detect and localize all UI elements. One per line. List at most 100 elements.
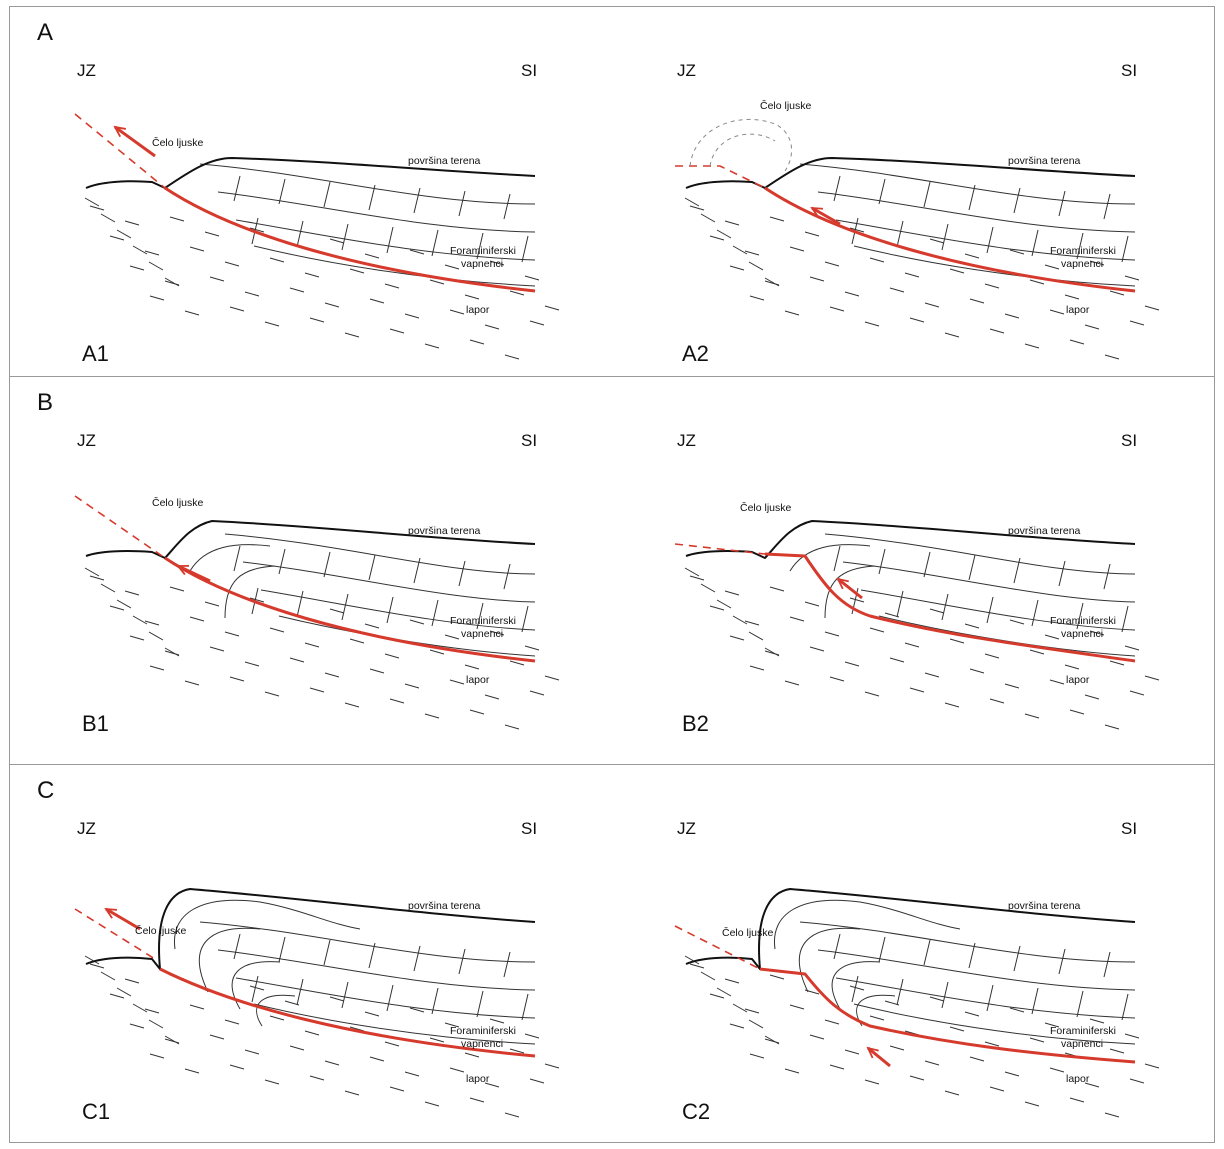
marl-dash bbox=[789, 616, 805, 622]
marl-dash bbox=[304, 272, 320, 278]
joint-line bbox=[386, 984, 394, 1012]
marl-label: lapor bbox=[466, 674, 490, 686]
marl-dash bbox=[700, 971, 716, 981]
marl-dash bbox=[409, 619, 425, 625]
panel-id-label: A2 bbox=[682, 341, 709, 366]
marl-dash bbox=[504, 354, 520, 360]
marl-dash bbox=[889, 287, 905, 293]
sole-thrust-fault bbox=[764, 552, 1136, 663]
marl-dash bbox=[732, 615, 748, 625]
marl-dash bbox=[809, 1034, 825, 1040]
marl-dash bbox=[429, 279, 445, 285]
marl-dash bbox=[1029, 1037, 1045, 1043]
marl-dash bbox=[84, 567, 100, 577]
marl-dash bbox=[100, 971, 116, 981]
marl-dash bbox=[984, 1041, 1000, 1047]
joint-line bbox=[341, 223, 349, 251]
marl-dash bbox=[209, 1034, 225, 1040]
marl-dash bbox=[1069, 709, 1085, 715]
marl-dash bbox=[149, 1053, 165, 1059]
marl-dash bbox=[904, 272, 920, 278]
marl-dash bbox=[524, 645, 540, 651]
joint-line bbox=[1103, 563, 1111, 590]
marl-dash bbox=[849, 597, 865, 603]
marl-pattern bbox=[84, 567, 560, 730]
joint-line bbox=[1121, 605, 1129, 633]
marl-dash bbox=[749, 1053, 765, 1059]
marl-dash bbox=[349, 1026, 365, 1032]
marl-dash bbox=[1009, 249, 1025, 255]
marl-dash bbox=[229, 1064, 245, 1070]
panel-id-label: B2 bbox=[682, 711, 709, 736]
joint-line bbox=[1076, 232, 1084, 260]
limestone-label-line2: vapnenci bbox=[1061, 628, 1103, 640]
marl-dash bbox=[716, 599, 732, 609]
joint-line bbox=[941, 593, 949, 621]
marl-dash bbox=[929, 238, 945, 244]
joint-line bbox=[368, 184, 376, 211]
marl-dash bbox=[909, 317, 925, 323]
fault-projection bbox=[674, 543, 766, 555]
marl-dash bbox=[184, 680, 200, 686]
sole-thrust-fault bbox=[764, 186, 1136, 293]
marl-dash bbox=[1109, 660, 1125, 666]
joint-line bbox=[296, 978, 304, 1006]
marl-dash bbox=[404, 683, 420, 689]
marl-dash bbox=[109, 605, 125, 611]
joint-line bbox=[923, 939, 931, 966]
marl-dash bbox=[709, 605, 725, 611]
fault-projection bbox=[674, 925, 761, 970]
marl-dash bbox=[544, 1063, 560, 1069]
marl-dash bbox=[329, 608, 345, 614]
marl-dash bbox=[829, 1064, 845, 1070]
marl-dash bbox=[1104, 1112, 1120, 1118]
marl-dash bbox=[204, 231, 220, 237]
movement-arrow-head bbox=[866, 1046, 879, 1059]
marl-dash bbox=[689, 575, 705, 581]
marl-dash bbox=[769, 974, 785, 980]
fold-hinge bbox=[198, 927, 261, 993]
bedding-line bbox=[199, 163, 536, 205]
thrust-front-label: Čelo ljuske bbox=[760, 99, 812, 112]
marl-dash bbox=[264, 691, 280, 697]
marl-dash bbox=[784, 1068, 800, 1074]
marl-dash bbox=[364, 623, 380, 629]
joint-line bbox=[986, 596, 994, 624]
marl-dash bbox=[289, 657, 305, 663]
joint-line bbox=[251, 975, 259, 1003]
row-letter: C bbox=[37, 777, 54, 804]
marl-dash bbox=[149, 295, 165, 301]
marl-dash bbox=[384, 1041, 400, 1047]
marl-dash bbox=[909, 687, 925, 693]
marl-dash bbox=[404, 1071, 420, 1077]
bedding-line bbox=[799, 921, 1136, 963]
marl-pattern bbox=[84, 955, 560, 1118]
limestone-label-line1: Foraminiferski bbox=[1050, 245, 1116, 257]
marl-dash bbox=[169, 216, 185, 222]
marl-dash bbox=[909, 1075, 925, 1081]
fold-hinge bbox=[224, 565, 276, 619]
marl-dash bbox=[344, 702, 360, 708]
joint-line bbox=[1103, 193, 1111, 220]
marl-dash bbox=[1044, 634, 1060, 640]
bedding-line bbox=[242, 561, 536, 603]
joint-line bbox=[1013, 557, 1021, 584]
marl-dash bbox=[989, 1086, 1005, 1092]
limestone-label-line1: Foraminiferski bbox=[450, 615, 516, 627]
joint-line bbox=[1031, 599, 1039, 627]
marl-dash bbox=[444, 634, 460, 640]
joint-line bbox=[1058, 560, 1066, 587]
figure-frame bbox=[9, 6, 1215, 1143]
marl-dash bbox=[744, 620, 760, 626]
marl-dash bbox=[1044, 1022, 1060, 1028]
sole-thrust-fault bbox=[759, 967, 1136, 1064]
bedding-line bbox=[799, 163, 1136, 205]
fold-hinge bbox=[798, 927, 861, 993]
joint-line bbox=[923, 551, 931, 578]
marl-dash bbox=[484, 1082, 500, 1088]
marl-dash bbox=[869, 1015, 885, 1021]
marl-dash bbox=[1024, 1101, 1040, 1107]
joint-line bbox=[896, 590, 904, 618]
terrain-surface-label: površina terena bbox=[408, 155, 481, 167]
marl-dash bbox=[989, 698, 1005, 704]
